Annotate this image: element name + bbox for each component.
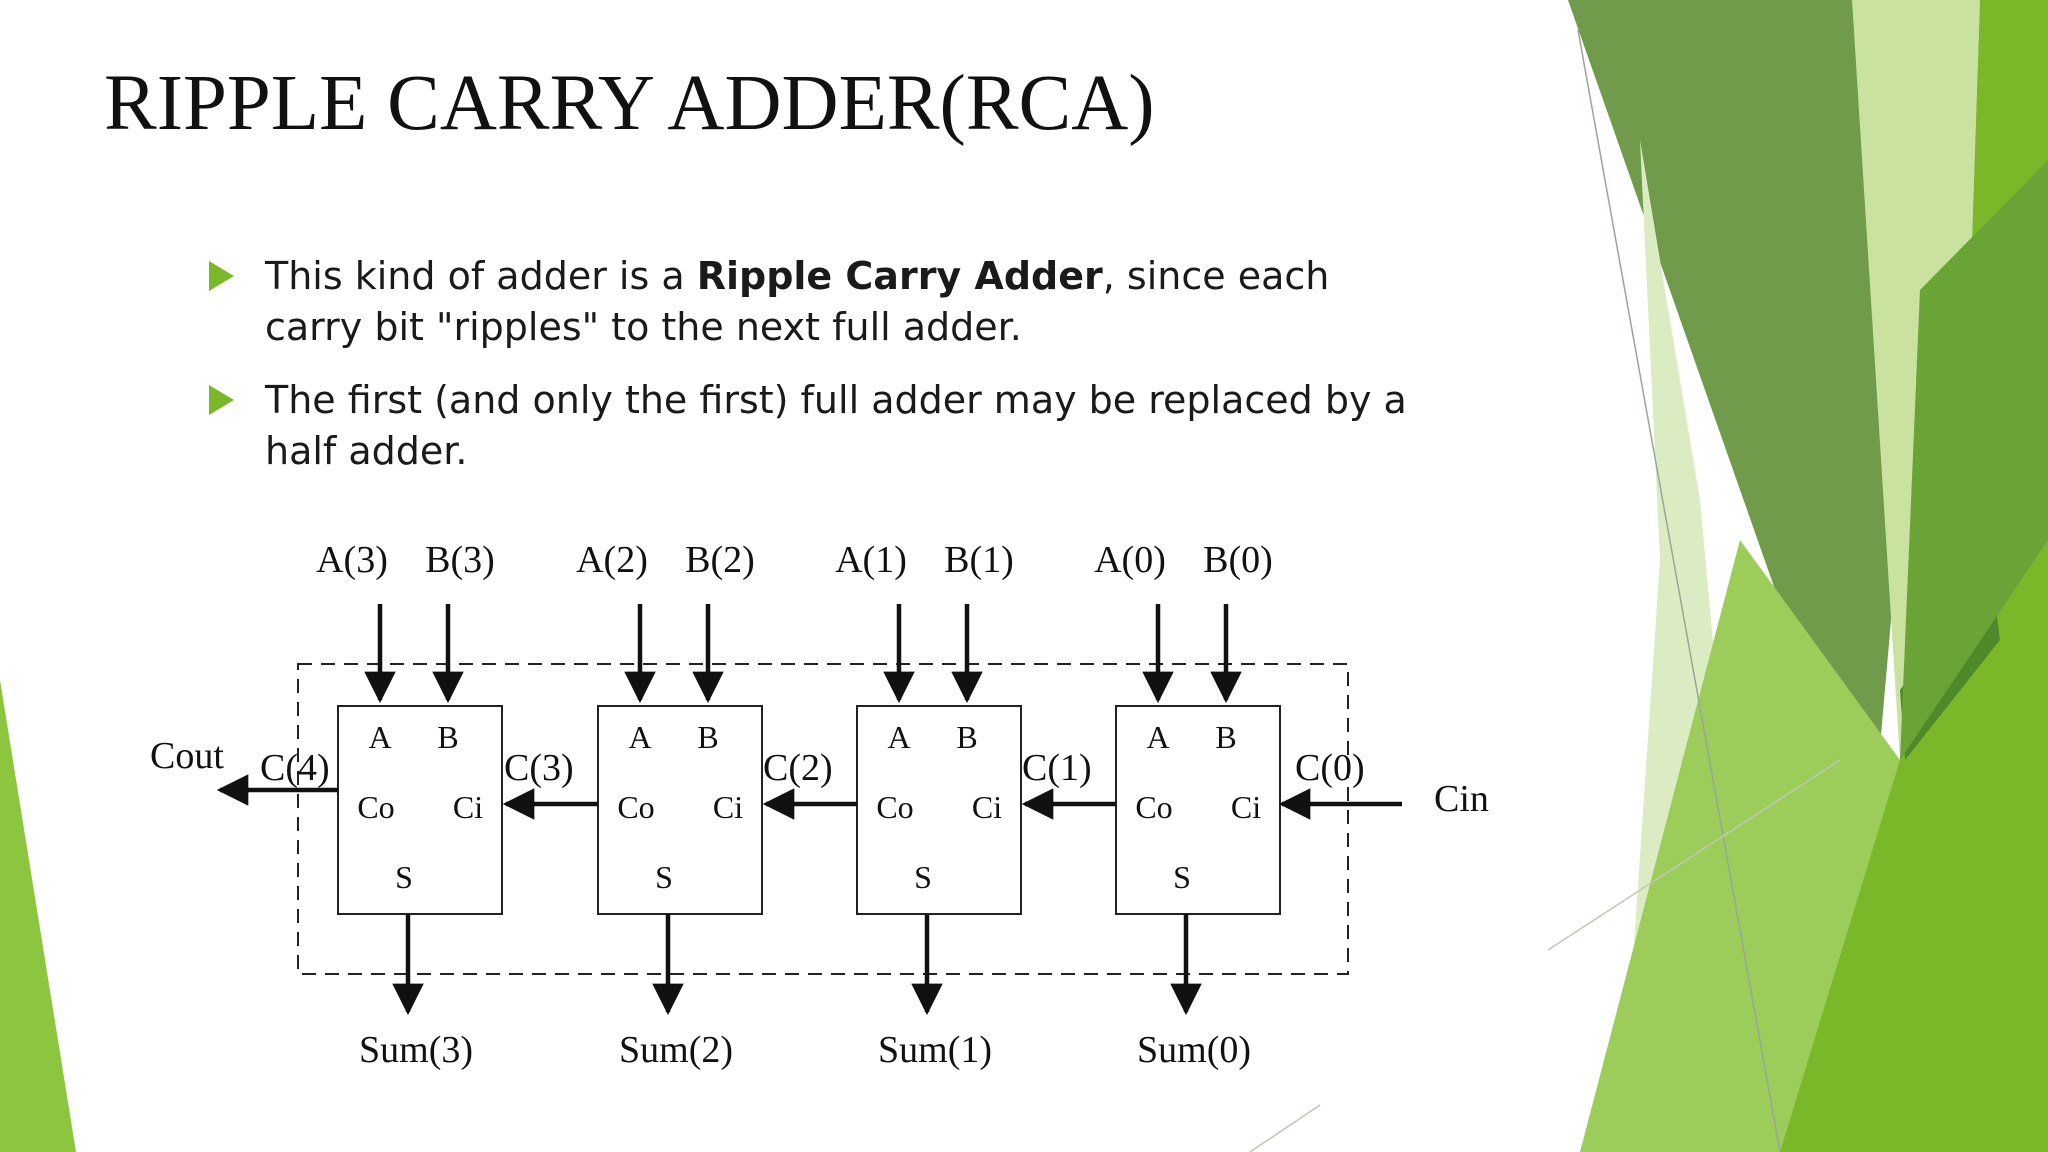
carry-out-label: C(2) bbox=[763, 747, 833, 789]
full-adder-box bbox=[337, 705, 503, 915]
port-ci-label: Ci bbox=[453, 789, 483, 825]
full-adder-3: A(3) B(3) A B Co CiS Sum(3) C(4) bbox=[260, 539, 503, 1071]
deco-thin-line-3 bbox=[1249, 1104, 1321, 1152]
port-s-label: S bbox=[395, 859, 413, 895]
port-co-label: Co bbox=[617, 789, 654, 825]
bullet-text-bold: Ripple Carry Adder bbox=[696, 254, 1103, 298]
port-ci-label: Ci bbox=[713, 789, 743, 825]
input-a-label: A(1) bbox=[835, 539, 907, 581]
full-adder-chain: A(3) B(3) A B Co CiS Sum(3) C(4) A(2) B(2) A B Co CiS… bbox=[260, 539, 1281, 1071]
port-a-label: A bbox=[887, 719, 910, 755]
port-co-label: Co bbox=[357, 789, 394, 825]
input-b-label: B(3) bbox=[425, 539, 495, 581]
deco-dark-green-panel bbox=[1568, 0, 1920, 860]
bullet-item-ripple: This kind of adder is a Ripple Carry Add… bbox=[206, 251, 1436, 353]
port-co-label: Co bbox=[876, 789, 913, 825]
full-adder-0: A(0) B(0) A B Co CiS Sum(0) C(1) bbox=[1021, 539, 1281, 1071]
port-b-label: B bbox=[1215, 719, 1236, 755]
carry-out-label: C(1) bbox=[1022, 747, 1092, 789]
input-b-label: B(0) bbox=[1203, 539, 1273, 581]
bullet-list: This kind of adder is a Ripple Carry Add… bbox=[206, 251, 1436, 499]
carry-out-label: C(4) bbox=[260, 747, 330, 789]
input-b-label: B(1) bbox=[944, 539, 1014, 581]
port-a-label: A bbox=[628, 719, 651, 755]
deco-dark-green-band bbox=[1900, 160, 2048, 760]
input-a-label: A(3) bbox=[316, 539, 388, 581]
triangle-bullet-icon bbox=[209, 385, 234, 415]
port-a-label: A bbox=[1146, 719, 1169, 755]
bullet-text-start: The first (and only the first) full adde… bbox=[265, 378, 1407, 473]
port-ci-label: Ci bbox=[1231, 789, 1261, 825]
port-b-label: B bbox=[956, 719, 977, 755]
port-a-label: A bbox=[368, 719, 391, 755]
port-s-label: S bbox=[655, 859, 673, 895]
full-adder-box bbox=[1115, 705, 1281, 915]
port-ci-label: Ci bbox=[972, 789, 1002, 825]
bullet-text-start: This kind of adder is a bbox=[265, 254, 697, 298]
deco-thin-line-2 bbox=[1547, 759, 1841, 951]
cout-label: Cout bbox=[150, 735, 224, 777]
dashed-boundary bbox=[297, 663, 1349, 975]
port-b-label: B bbox=[697, 719, 718, 755]
sum-label: Sum(3) bbox=[359, 1029, 473, 1071]
bullet-text-end: , since each carry bit "ripples" to the … bbox=[265, 254, 1330, 349]
full-adder-box bbox=[597, 705, 763, 915]
input-b-label: B(2) bbox=[685, 539, 755, 581]
triangle-bullet-icon bbox=[209, 261, 234, 291]
bullet-item-half-adder: The first (and only the first) full adde… bbox=[206, 375, 1436, 477]
sum-label: Sum(0) bbox=[1137, 1029, 1251, 1071]
port-s-label: S bbox=[914, 859, 932, 895]
carry-in-index-label: C(0) bbox=[1295, 747, 1365, 789]
sum-label: Sum(1) bbox=[878, 1029, 992, 1071]
port-co-label: Co bbox=[1135, 789, 1172, 825]
slide-title: RIPPLE CARRY ADDER(RCA) bbox=[104, 60, 1155, 147]
sum-label: Sum(2) bbox=[619, 1029, 733, 1071]
port-s-label: S bbox=[1173, 859, 1191, 895]
full-adder-1: A(1) B(1) A B Co CiS Sum(1) C(2) bbox=[762, 539, 1022, 1071]
port-b-label: B bbox=[437, 719, 458, 755]
input-a-label: A(2) bbox=[576, 539, 648, 581]
input-a-label: A(0) bbox=[1094, 539, 1166, 581]
deco-thin-line-1 bbox=[1577, 29, 1781, 1152]
cin-label: Cin bbox=[1434, 778, 1489, 820]
full-adder-box bbox=[856, 705, 1022, 915]
carry-out-label: C(3) bbox=[504, 747, 574, 789]
deco-left-green-sliver bbox=[0, 680, 76, 1152]
full-adder-2: A(2) B(2) A B Co CiS Sum(2) C(3) bbox=[502, 539, 763, 1071]
